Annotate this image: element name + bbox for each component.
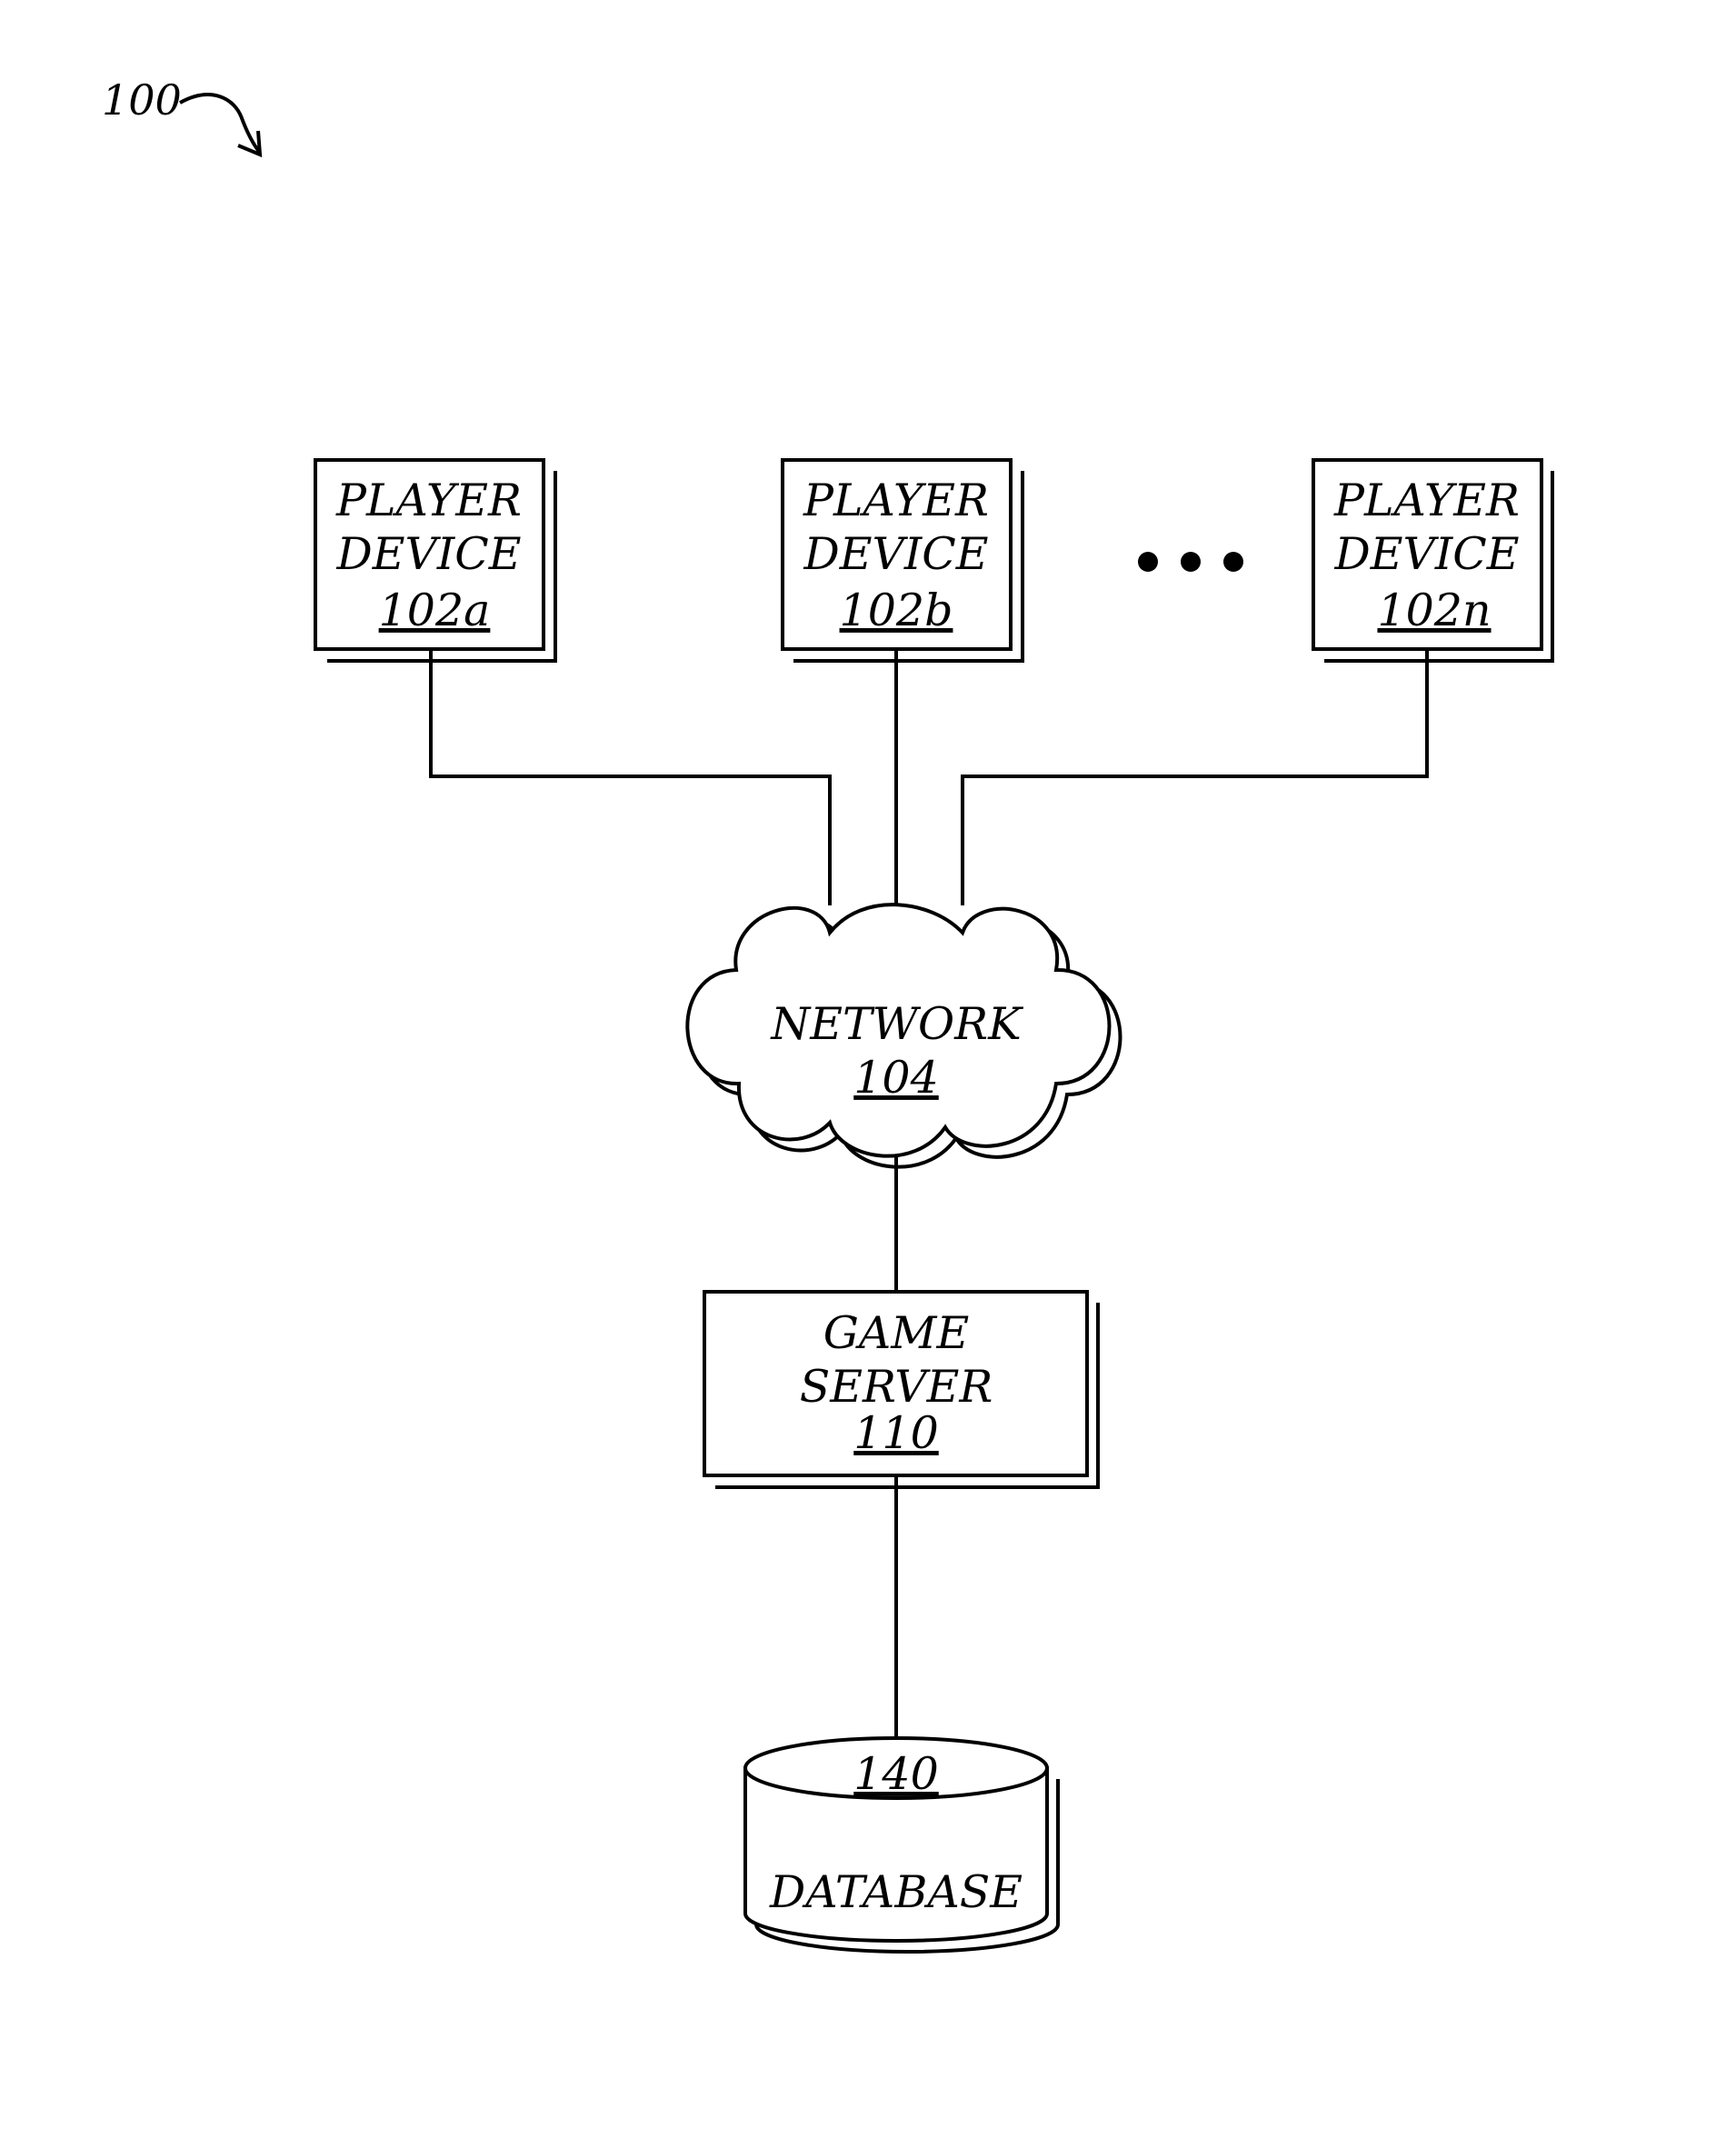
player-device-102a: PLAYER DEVICE 102a <box>315 460 555 661</box>
game-server-line1: GAME <box>823 1307 969 1359</box>
network-ref: 104 <box>853 1052 939 1104</box>
player-device-102a-line2: DEVICE <box>335 528 521 580</box>
network-cloud: NETWORK 104 <box>687 905 1120 1167</box>
connector-102n-network <box>963 650 1427 905</box>
database-ref: 140 <box>853 1748 939 1800</box>
database-cylinder: 140 DATABASE <box>745 1738 1058 1952</box>
player-device-102n-line2: DEVICE <box>1333 528 1519 580</box>
player-device-102a-ref: 102a <box>379 585 491 636</box>
player-device-102a-line1: PLAYER <box>335 475 522 526</box>
figure-ref-label: 100 <box>102 75 182 125</box>
figure-ref-arrow <box>180 95 260 155</box>
more-devices-ellipsis <box>1138 552 1243 572</box>
database-label: DATABASE <box>769 1866 1023 1918</box>
game-server: GAME SERVER 110 <box>704 1292 1098 1487</box>
game-server-line2: SERVER <box>800 1361 993 1413</box>
game-server-ref: 110 <box>853 1407 939 1459</box>
player-device-102b: PLAYER DEVICE 102b <box>783 460 1023 661</box>
network-label: NETWORK <box>770 998 1023 1050</box>
player-device-102n-line1: PLAYER <box>1333 475 1520 526</box>
connector-102a-network <box>431 650 830 905</box>
player-device-102n-ref: 102n <box>1377 585 1491 636</box>
player-device-102b-line2: DEVICE <box>803 528 988 580</box>
player-device-102b-ref: 102b <box>840 585 953 636</box>
player-device-102n: PLAYER DEVICE 102n <box>1313 460 1552 661</box>
player-device-102b-line1: PLAYER <box>803 475 989 526</box>
